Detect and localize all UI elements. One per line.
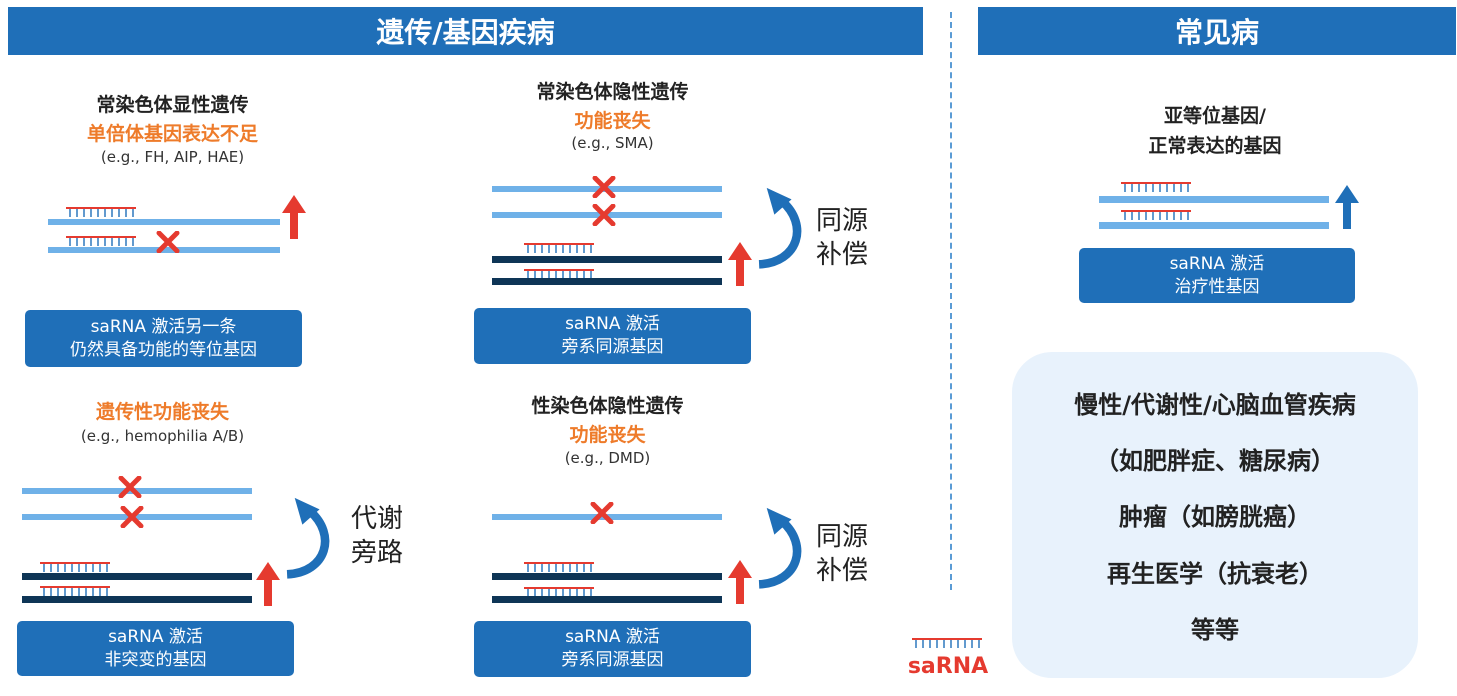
box-line: 旁系同源基因 [561, 650, 664, 670]
up-arrow-icon [256, 562, 280, 606]
panel-xr-example: (e.g., DMD) [564, 449, 651, 467]
panel-xr-subtitle: 功能丧失 [569, 424, 646, 446]
panel-ar-diagram [492, 170, 808, 286]
panel-lof-example: (e.g., hemophilia A/B) [80, 427, 245, 445]
panel-xr-box: saRNA 激活 旁系同源基因 [474, 621, 751, 677]
panel-ar-subtitle: 功能丧失 [574, 110, 651, 132]
disease-item: （如肥胖症、糖尿病） [1095, 447, 1335, 476]
side-line: 旁路 [350, 538, 403, 568]
sarna-icon [1121, 182, 1191, 192]
panel-xr-diagram [492, 490, 808, 604]
header-common: 常见病 [978, 7, 1456, 55]
legend-sarna-icon [912, 638, 982, 648]
paralog-strand [492, 278, 722, 285]
sarna-icon [524, 269, 594, 279]
header-genetic: 遗传/基因疾病 [8, 7, 923, 55]
panel-lof-subtitle: 遗传性功能丧失 [95, 401, 229, 423]
side-line: 代谢 [350, 504, 403, 534]
sarna-icon [66, 236, 136, 246]
allele-strand [48, 247, 280, 253]
panel-common-title: 亚等位基因/ 正常表达的基因 [1080, 101, 1350, 161]
panel-ad-box: saRNA 激活另一条 仍然具备功能的等位基因 [25, 310, 302, 367]
side-line: 补偿 [815, 240, 868, 270]
sarna-icon [524, 562, 594, 572]
panel-ar-title: 常染色体隐性遗传 [536, 81, 689, 103]
box-line: saRNA 激活另一条 [90, 316, 237, 337]
panel-ad-example: (e.g., FH, AIP, HAE) [100, 148, 245, 166]
box-line: saRNA 激活 [565, 314, 660, 334]
panel-ad-diagram [48, 195, 306, 253]
box-line: 旁系同源基因 [561, 337, 664, 357]
paralog-strand [492, 256, 722, 263]
title-line: 亚等位基因/ [1164, 105, 1266, 127]
curved-arrow-icon [759, 508, 797, 584]
up-arrow-icon [1335, 185, 1359, 229]
divider [950, 12, 952, 590]
sarna-icon [40, 562, 110, 572]
paralog-strand [492, 573, 722, 580]
gene-strand [1099, 196, 1329, 203]
legend-label: saRNA [907, 654, 989, 679]
up-arrow-icon [728, 560, 752, 604]
sarna-icon [524, 243, 594, 253]
panel-ar-box: saRNA 激活 旁系同源基因 [474, 308, 751, 364]
disease-list-panel: 慢性/代谢性/心脑血管疾病 （如肥胖症、糖尿病） 肿瘤（如膀胱癌） 再生医学（抗… [1012, 352, 1418, 678]
box-line: 非突变的基因 [104, 649, 207, 670]
up-arrow-icon [728, 242, 752, 286]
paralog-strand [492, 596, 722, 603]
curved-arrow-icon [759, 188, 797, 264]
disease-item: 肿瘤（如膀胱癌） [1119, 503, 1311, 532]
disease-item: 等等 [1191, 616, 1239, 645]
gene-strand [1099, 222, 1329, 229]
up-arrow-icon [282, 195, 306, 239]
panel-lof-box: saRNA 激活 非突变的基因 [17, 621, 294, 676]
curved-arrow-icon [287, 498, 325, 574]
sarna-icon [1121, 210, 1191, 220]
box-line: saRNA 激活 [565, 627, 660, 647]
disease-item: 慢性/代谢性/心脑血管疾病 [1074, 390, 1356, 419]
box-line: 仍然具备功能的等位基因 [70, 339, 257, 360]
panel-ad-subtitle: 单倍体基因表达不足 [86, 123, 258, 145]
box-line: saRNA 激活 [1169, 253, 1265, 274]
side-line: 同源 [815, 206, 868, 236]
panel-xr-side-label: 同源 补偿 [807, 520, 877, 588]
title-line: 正常表达的基因 [1148, 135, 1282, 157]
box-line: saRNA 激活 [108, 626, 203, 647]
allele-strand [48, 219, 280, 225]
panel-common-diagram [1099, 182, 1359, 229]
sarna-icon [66, 207, 136, 217]
sarna-icon [40, 586, 110, 596]
panel-ar-side-label: 同源 补偿 [807, 204, 877, 272]
side-line: 同源 [815, 522, 868, 552]
panel-lof-diagram [22, 470, 338, 606]
box-line: 治疗性基因 [1174, 276, 1260, 297]
side-line: 补偿 [815, 556, 868, 586]
gene-strand [22, 514, 252, 520]
disease-item: 再生医学（抗衰老） [1107, 559, 1323, 588]
panel-ar-example: (e.g., SMA) [571, 134, 654, 152]
panel-common-box: saRNA 激活 治疗性基因 [1079, 248, 1355, 303]
panel-lof-side-label: 代谢 旁路 [342, 502, 412, 570]
panel-xr-title: 性染色体隐性遗传 [531, 395, 684, 417]
sarna-icon [524, 587, 594, 597]
bypass-strand [22, 596, 252, 603]
panel-ad-title: 常染色体显性遗传 [96, 94, 249, 116]
bypass-strand [22, 573, 252, 580]
